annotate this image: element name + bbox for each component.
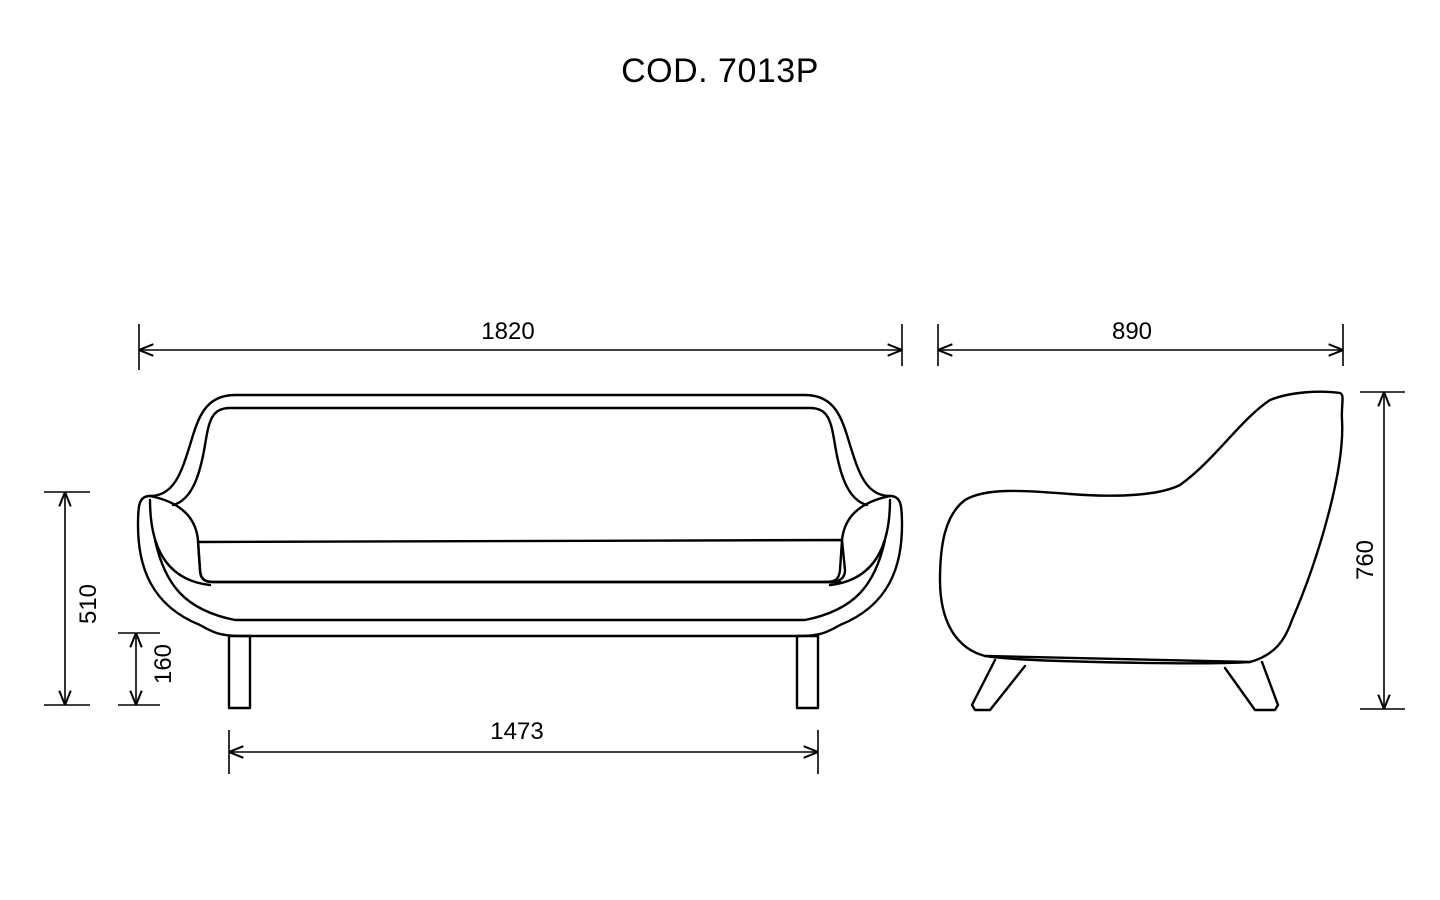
dimension-label-510: 510 <box>75 584 102 624</box>
dimension-sofa-seat-height: 510 <box>44 491 102 706</box>
armchair-base-line <box>983 654 1252 665</box>
sofa-right-leg <box>795 634 820 710</box>
dimension-label-1473: 1473 <box>490 718 543 745</box>
sofa-backrest-outer <box>148 393 892 498</box>
sofa-left-leg <box>227 634 252 710</box>
sofa-right-arm-curve <box>828 498 892 587</box>
sofa-left-arm-inner <box>148 494 842 584</box>
dimension-sofa-leg-height: 160 <box>118 632 177 706</box>
armchair-front-leg <box>970 658 1027 712</box>
dimension-label-160: 160 <box>150 644 177 684</box>
armchair-side-view <box>938 390 1344 712</box>
sofa-front-view <box>136 393 904 710</box>
sofa-lower-line <box>153 538 887 622</box>
dimension-label-760: 760 <box>1352 540 1379 580</box>
dimension-armchair-depth: 890 <box>937 318 1344 366</box>
dimension-armchair-height: 760 <box>1352 391 1405 710</box>
sofa-seat-cushion <box>196 538 847 584</box>
drawing-title: COD. 7013P <box>621 52 819 90</box>
sofa-backrest-inner <box>171 406 869 507</box>
dimension-sofa-leg-span: 1473 <box>228 718 819 774</box>
armchair-body-outline <box>938 390 1344 664</box>
sofa-left-arm-curve <box>148 498 212 587</box>
sofa-body-outer <box>136 494 904 638</box>
dimension-sofa-width: 1820 <box>138 318 903 370</box>
armchair-back-leg <box>1223 660 1280 712</box>
dimension-label-1820: 1820 <box>481 318 534 345</box>
dimension-label-890: 890 <box>1112 318 1152 345</box>
